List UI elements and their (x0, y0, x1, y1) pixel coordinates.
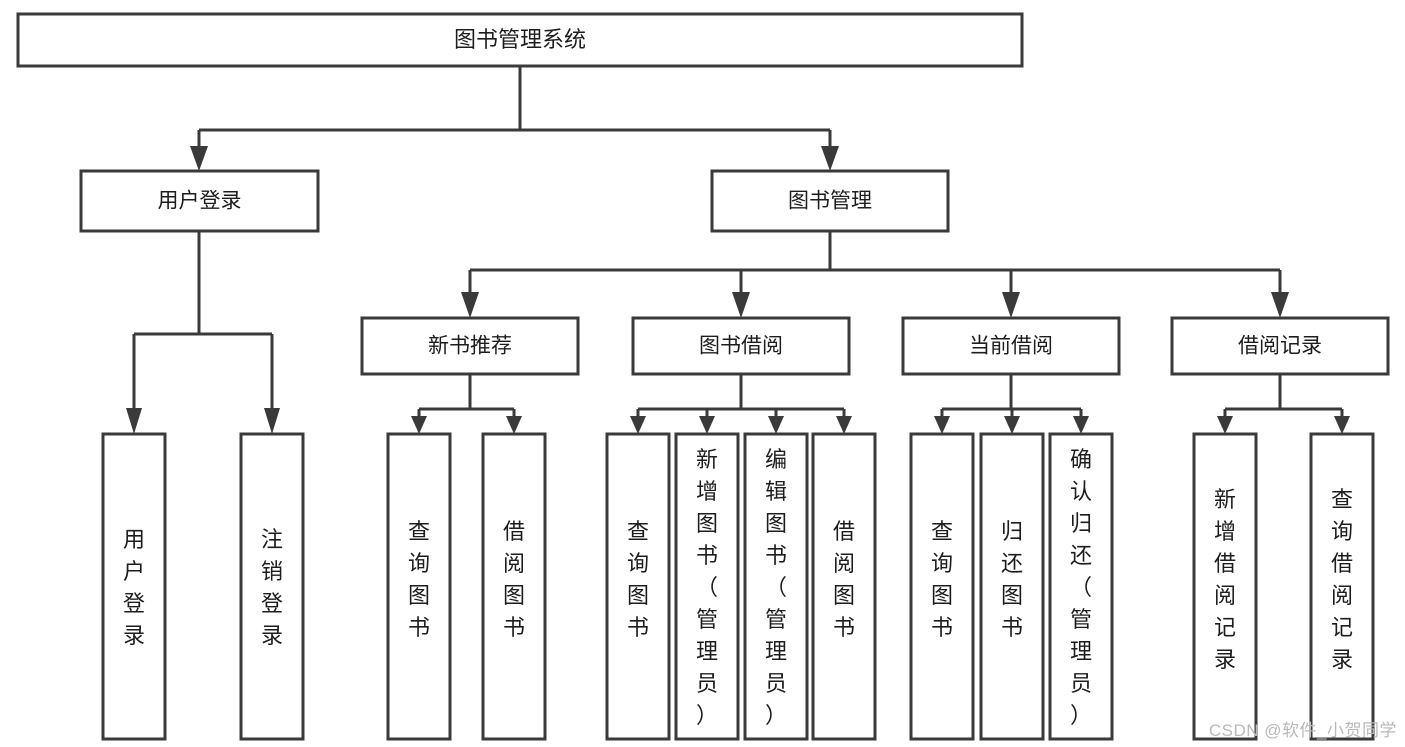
arrow-head-leaf-return-book (1004, 416, 1020, 434)
node-root[interactable]: 图书管理系统 (16, 12, 1024, 68)
node-borrow-record-label: 借阅记录 (1238, 335, 1322, 358)
node-leaf-user-login[interactable]: 用户登录 (101, 432, 167, 741)
arrow-head-new-book-recommend (461, 292, 479, 318)
node-leaf-query-borrow-record-box[interactable] (1309, 432, 1375, 741)
node-book-borrow-box[interactable] (631, 316, 851, 376)
node-leaf-edit-book-box[interactable] (743, 432, 809, 741)
node-leaf-add-book-box[interactable] (674, 432, 740, 741)
node-root-box[interactable] (16, 12, 1024, 68)
arrow-head-leaf-add-book (699, 416, 715, 434)
node-current-borrow-box[interactable] (901, 316, 1121, 376)
node-leaf-query-book-borrow-label: 查询图书 (627, 519, 649, 640)
node-leaf-borrow-book[interactable]: 借阅图书 (811, 432, 877, 741)
node-leaf-logout-box[interactable] (239, 432, 305, 741)
arrow-head-leaf-user-login (126, 408, 142, 434)
node-leaf-add-book-label: 新增图书（管理员） (696, 447, 718, 728)
node-current-borrow-label: 当前借阅 (969, 335, 1053, 358)
node-leaf-user-login-box[interactable] (101, 432, 167, 741)
node-new-book-recommend[interactable]: 新书推荐 (360, 316, 580, 376)
node-leaf-query-book-recommend[interactable]: 查询图书 (386, 432, 452, 741)
node-leaf-return-book[interactable]: 归还图书 (979, 432, 1045, 741)
arrow-head-leaf-borrow-book-recommend (506, 416, 522, 434)
node-leaf-confirm-return[interactable]: 确认归还（管理员） (1048, 432, 1114, 741)
node-leaf-borrow-book-recommend[interactable]: 借阅图书 (481, 432, 547, 741)
node-new-book-recommend-label: 新书推荐 (428, 335, 512, 358)
node-book-management-label: 图书管理 (788, 190, 872, 213)
arrow-head-borrow-record (1271, 292, 1289, 318)
node-leaf-add-borrow-record-label: 新增借阅记录 (1214, 487, 1236, 672)
arrow-head-leaf-add-borrow-record (1217, 416, 1233, 434)
node-leaf-borrow-book-label: 借阅图书 (833, 519, 855, 640)
node-leaf-query-book-current-box[interactable] (909, 432, 975, 741)
connector-layer (126, 66, 1350, 434)
node-borrow-record[interactable]: 借阅记录 (1170, 316, 1390, 376)
arrow-head-leaf-query-borrow-record (1334, 416, 1350, 434)
node-leaf-return-book-label: 归还图书 (1001, 519, 1023, 640)
node-root-label: 图书管理系统 (454, 27, 586, 52)
node-leaf-edit-book-label: 编辑图书（管理员） (765, 447, 787, 728)
node-leaf-query-book-borrow[interactable]: 查询图书 (605, 432, 671, 741)
node-borrow-record-box[interactable] (1170, 316, 1390, 376)
node-leaf-borrow-book-box[interactable] (811, 432, 877, 741)
arrow-head-book-borrow (732, 292, 750, 318)
node-leaf-query-book-recommend-label: 查询图书 (408, 519, 430, 640)
arrow-head-current-borrow (1002, 292, 1020, 318)
node-leaf-query-book-current-label: 查询图书 (931, 519, 953, 640)
node-user-login[interactable]: 用户登录 (79, 169, 320, 233)
node-leaf-edit-book[interactable]: 编辑图书（管理员） (743, 432, 809, 741)
node-leaf-confirm-return-label: 确认归还（管理员） (1070, 447, 1092, 728)
arrow-head-book-management (821, 146, 839, 171)
node-user-login-box[interactable] (79, 169, 320, 233)
node-leaf-return-book-box[interactable] (979, 432, 1045, 741)
node-leaf-query-borrow-record[interactable]: 查询借阅记录 (1309, 432, 1375, 741)
node-leaf-query-book-recommend-box[interactable] (386, 432, 452, 741)
node-leaf-logout-label: 注销登录 (261, 527, 283, 648)
arrow-head-leaf-query-book-borrow (630, 416, 646, 434)
node-leaf-logout[interactable]: 注销登录 (239, 432, 305, 741)
csdn-watermark: CSDN @软件_小贺同学 (1208, 721, 1397, 740)
node-book-borrow[interactable]: 图书借阅 (631, 316, 851, 376)
node-leaf-add-borrow-record[interactable]: 新增借阅记录 (1192, 432, 1258, 741)
node-leaf-query-book-current[interactable]: 查询图书 (909, 432, 975, 741)
node-leaf-borrow-book-recommend-label: 借阅图书 (503, 519, 525, 640)
arrow-head-leaf-edit-book (768, 416, 784, 434)
node-book-borrow-label: 图书借阅 (699, 335, 783, 358)
node-new-book-recommend-box[interactable] (360, 316, 580, 376)
arrow-head-leaf-logout (264, 408, 280, 434)
node-leaf-query-borrow-record-label: 查询借阅记录 (1331, 487, 1353, 672)
arrow-head-leaf-query-book-current (934, 416, 950, 434)
node-leaf-borrow-book-recommend-box[interactable] (481, 432, 547, 741)
node-book-management[interactable]: 图书管理 (710, 169, 950, 233)
arrow-head-leaf-confirm-return (1073, 416, 1089, 434)
node-user-login-label: 用户登录 (158, 190, 242, 213)
arrow-head-leaf-query-book-recommend (411, 416, 427, 434)
arrow-head-user-login (190, 146, 208, 171)
node-leaf-confirm-return-box[interactable] (1048, 432, 1114, 741)
node-book-management-box[interactable] (710, 169, 950, 233)
arrow-head-leaf-borrow-book (836, 416, 852, 434)
node-leaf-query-book-borrow-box[interactable] (605, 432, 671, 741)
node-leaf-user-login-label: 用户登录 (123, 527, 145, 648)
node-leaf-add-book[interactable]: 新增图书（管理员） (674, 432, 740, 741)
node-leaf-add-borrow-record-box[interactable] (1192, 432, 1258, 741)
node-current-borrow[interactable]: 当前借阅 (901, 316, 1121, 376)
